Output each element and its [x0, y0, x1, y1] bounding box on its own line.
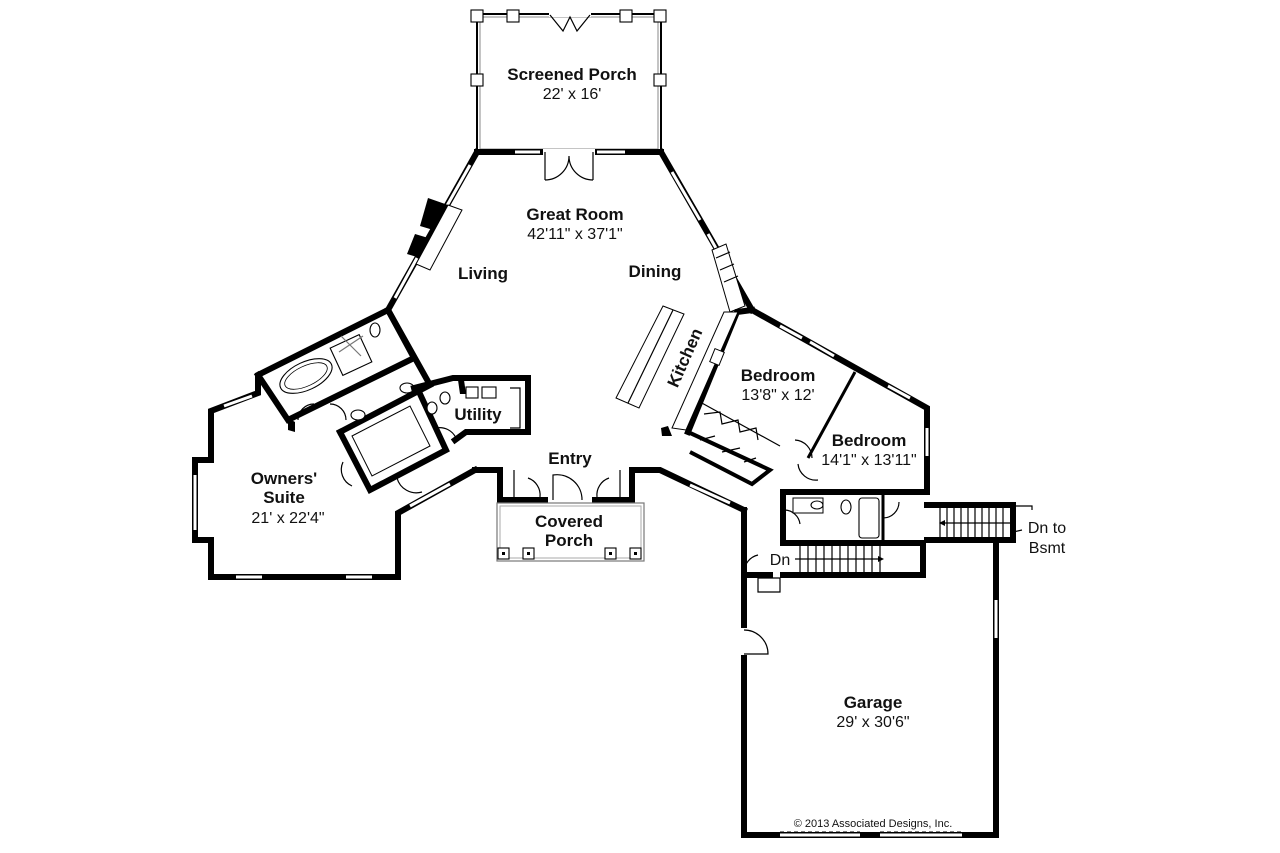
- utility: [410, 375, 531, 445]
- post-icon: [470, 9, 484, 23]
- shower-icon: [329, 333, 373, 377]
- room-name-owners-suite-line2: Suite: [263, 488, 305, 507]
- post-icon: [653, 9, 667, 23]
- post-icon: [506, 9, 520, 23]
- sink-icon: [709, 347, 725, 367]
- door-icon: [743, 629, 769, 655]
- room-name-utility: Utility: [454, 405, 502, 424]
- toilet-icon: [840, 499, 852, 515]
- room-dims-bedroom-2: 14'1" x 13'11": [821, 452, 916, 469]
- room-dims-garage: 29' x 30'6": [836, 714, 909, 731]
- post-icon: [470, 73, 484, 87]
- room-dims-screened-porch: 22' x 16': [543, 86, 602, 103]
- garage: [741, 507, 999, 838]
- dryer-icon: [481, 386, 497, 399]
- entry: [472, 467, 748, 514]
- room-name-garage: Garage: [844, 693, 903, 712]
- room-name-covered-porch: Covered: [535, 512, 603, 531]
- toilet-icon: [369, 322, 381, 338]
- room-name-covered-porch-line2: Porch: [545, 531, 593, 550]
- copyright-notice: © 2013 Associated Designs, Inc.: [794, 818, 953, 830]
- sink-icon: [810, 500, 824, 510]
- room-name-living: Living: [458, 264, 508, 283]
- french-door-icon: [544, 152, 594, 181]
- toilet-icon: [426, 401, 438, 415]
- room-name-screened-porch: Screened Porch: [507, 65, 636, 84]
- sink-icon: [350, 409, 366, 421]
- bathtub-icon: [858, 497, 880, 539]
- washer-icon: [465, 386, 479, 399]
- stair-down: [741, 540, 926, 593]
- covered-porch: [496, 502, 645, 562]
- room-name-entry: Entry: [548, 449, 592, 468]
- stair-label-bsmt: Bsmt: [1029, 540, 1066, 557]
- stair-label-dn: Dn: [770, 552, 790, 569]
- room-name-bedroom-1: Bedroom: [741, 366, 816, 385]
- door-icon: [794, 439, 813, 459]
- post-icon: [653, 73, 667, 87]
- fireplace-icon: [407, 198, 463, 271]
- bathtub-icon: [279, 358, 333, 394]
- front-door-icon: [552, 474, 583, 501]
- hall-bath: [780, 489, 930, 546]
- double-door-icon: [549, 14, 591, 33]
- owners-suite: [192, 305, 480, 580]
- room-name-dining: Dining: [629, 262, 682, 281]
- post-icon: [619, 9, 633, 23]
- room-dims-bedroom-1: 13'8" x 12': [741, 387, 814, 404]
- stair-label-dn-to: Dn to: [1028, 520, 1066, 537]
- door-icon: [797, 463, 819, 481]
- bedrooms: [687, 305, 930, 495]
- room-name-bedroom-2: Bedroom: [832, 431, 907, 450]
- room-dims-owners-suite: 21' x 22'4": [251, 510, 324, 527]
- double-door-icon: [297, 403, 347, 421]
- stair-basement: [924, 502, 1033, 543]
- toilet-icon: [439, 391, 451, 405]
- room-dims-great-room: 42'11" x 37'1": [527, 226, 622, 243]
- room-name-great-room: Great Room: [526, 205, 623, 224]
- kitchen: [615, 243, 756, 436]
- room-name-owners-suite: Owners': [251, 469, 317, 488]
